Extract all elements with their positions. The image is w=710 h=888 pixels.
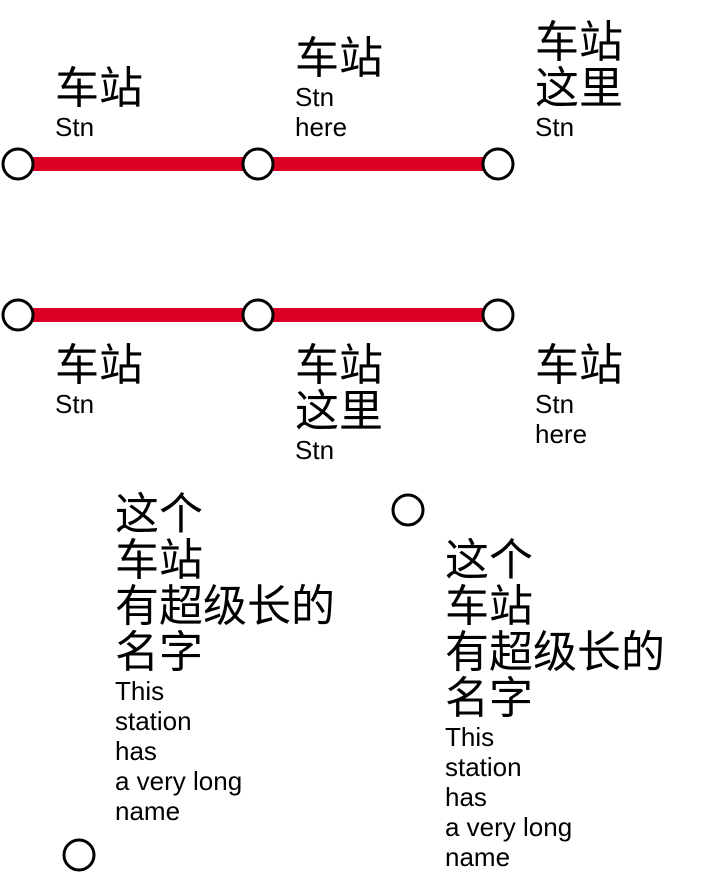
station-label: 车站 Stn [55,63,143,143]
station-label: 这个 车站 有超级长的 名字 This station has a very l… [115,489,335,827]
station-name-english: This station has a very long name [445,722,573,872]
station-label: 车站 Stn here [535,340,623,450]
station-name-english: Stn [55,389,95,419]
station-marker[interactable] [1,298,35,332]
station-name-chinese: 车站 这里 [535,17,623,114]
station-name-chinese: 这个 车站 有超级长的 名字 [115,489,335,678]
station-name-english: This station has a very long name [115,676,243,826]
station-name-english: Stn [55,112,95,142]
station-name-chinese: 车站 这里 [295,340,383,437]
station-name-chinese: 车站 [295,33,383,84]
station-marker[interactable] [241,298,275,332]
station-marker[interactable] [481,298,515,332]
station-label: 车站 这里 Stn [295,340,383,466]
station-marker[interactable] [1,147,35,181]
station-name-chinese: 车站 [55,340,143,391]
station-name-english: Stn here [295,82,348,142]
station-label: 这个 车站 有超级长的 名字 This station has a very l… [445,535,665,873]
station-name-english: Stn [295,435,335,465]
station-marker[interactable] [481,147,515,181]
station-label: 车站 这里 Stn [535,17,623,143]
station-name-english: Stn [535,112,575,142]
station-name-chinese: 这个 车站 有超级长的 名字 [445,535,665,724]
station-name-chinese: 车站 [535,340,623,391]
station-marker[interactable] [241,147,275,181]
station-name-chinese: 车站 [55,63,143,114]
station-label: 车站 Stn here [295,33,383,143]
station-marker[interactable] [62,838,96,872]
station-name-english: Stn here [535,389,588,449]
station-label: 车站 Stn [55,340,143,420]
station-marker[interactable] [391,493,425,527]
